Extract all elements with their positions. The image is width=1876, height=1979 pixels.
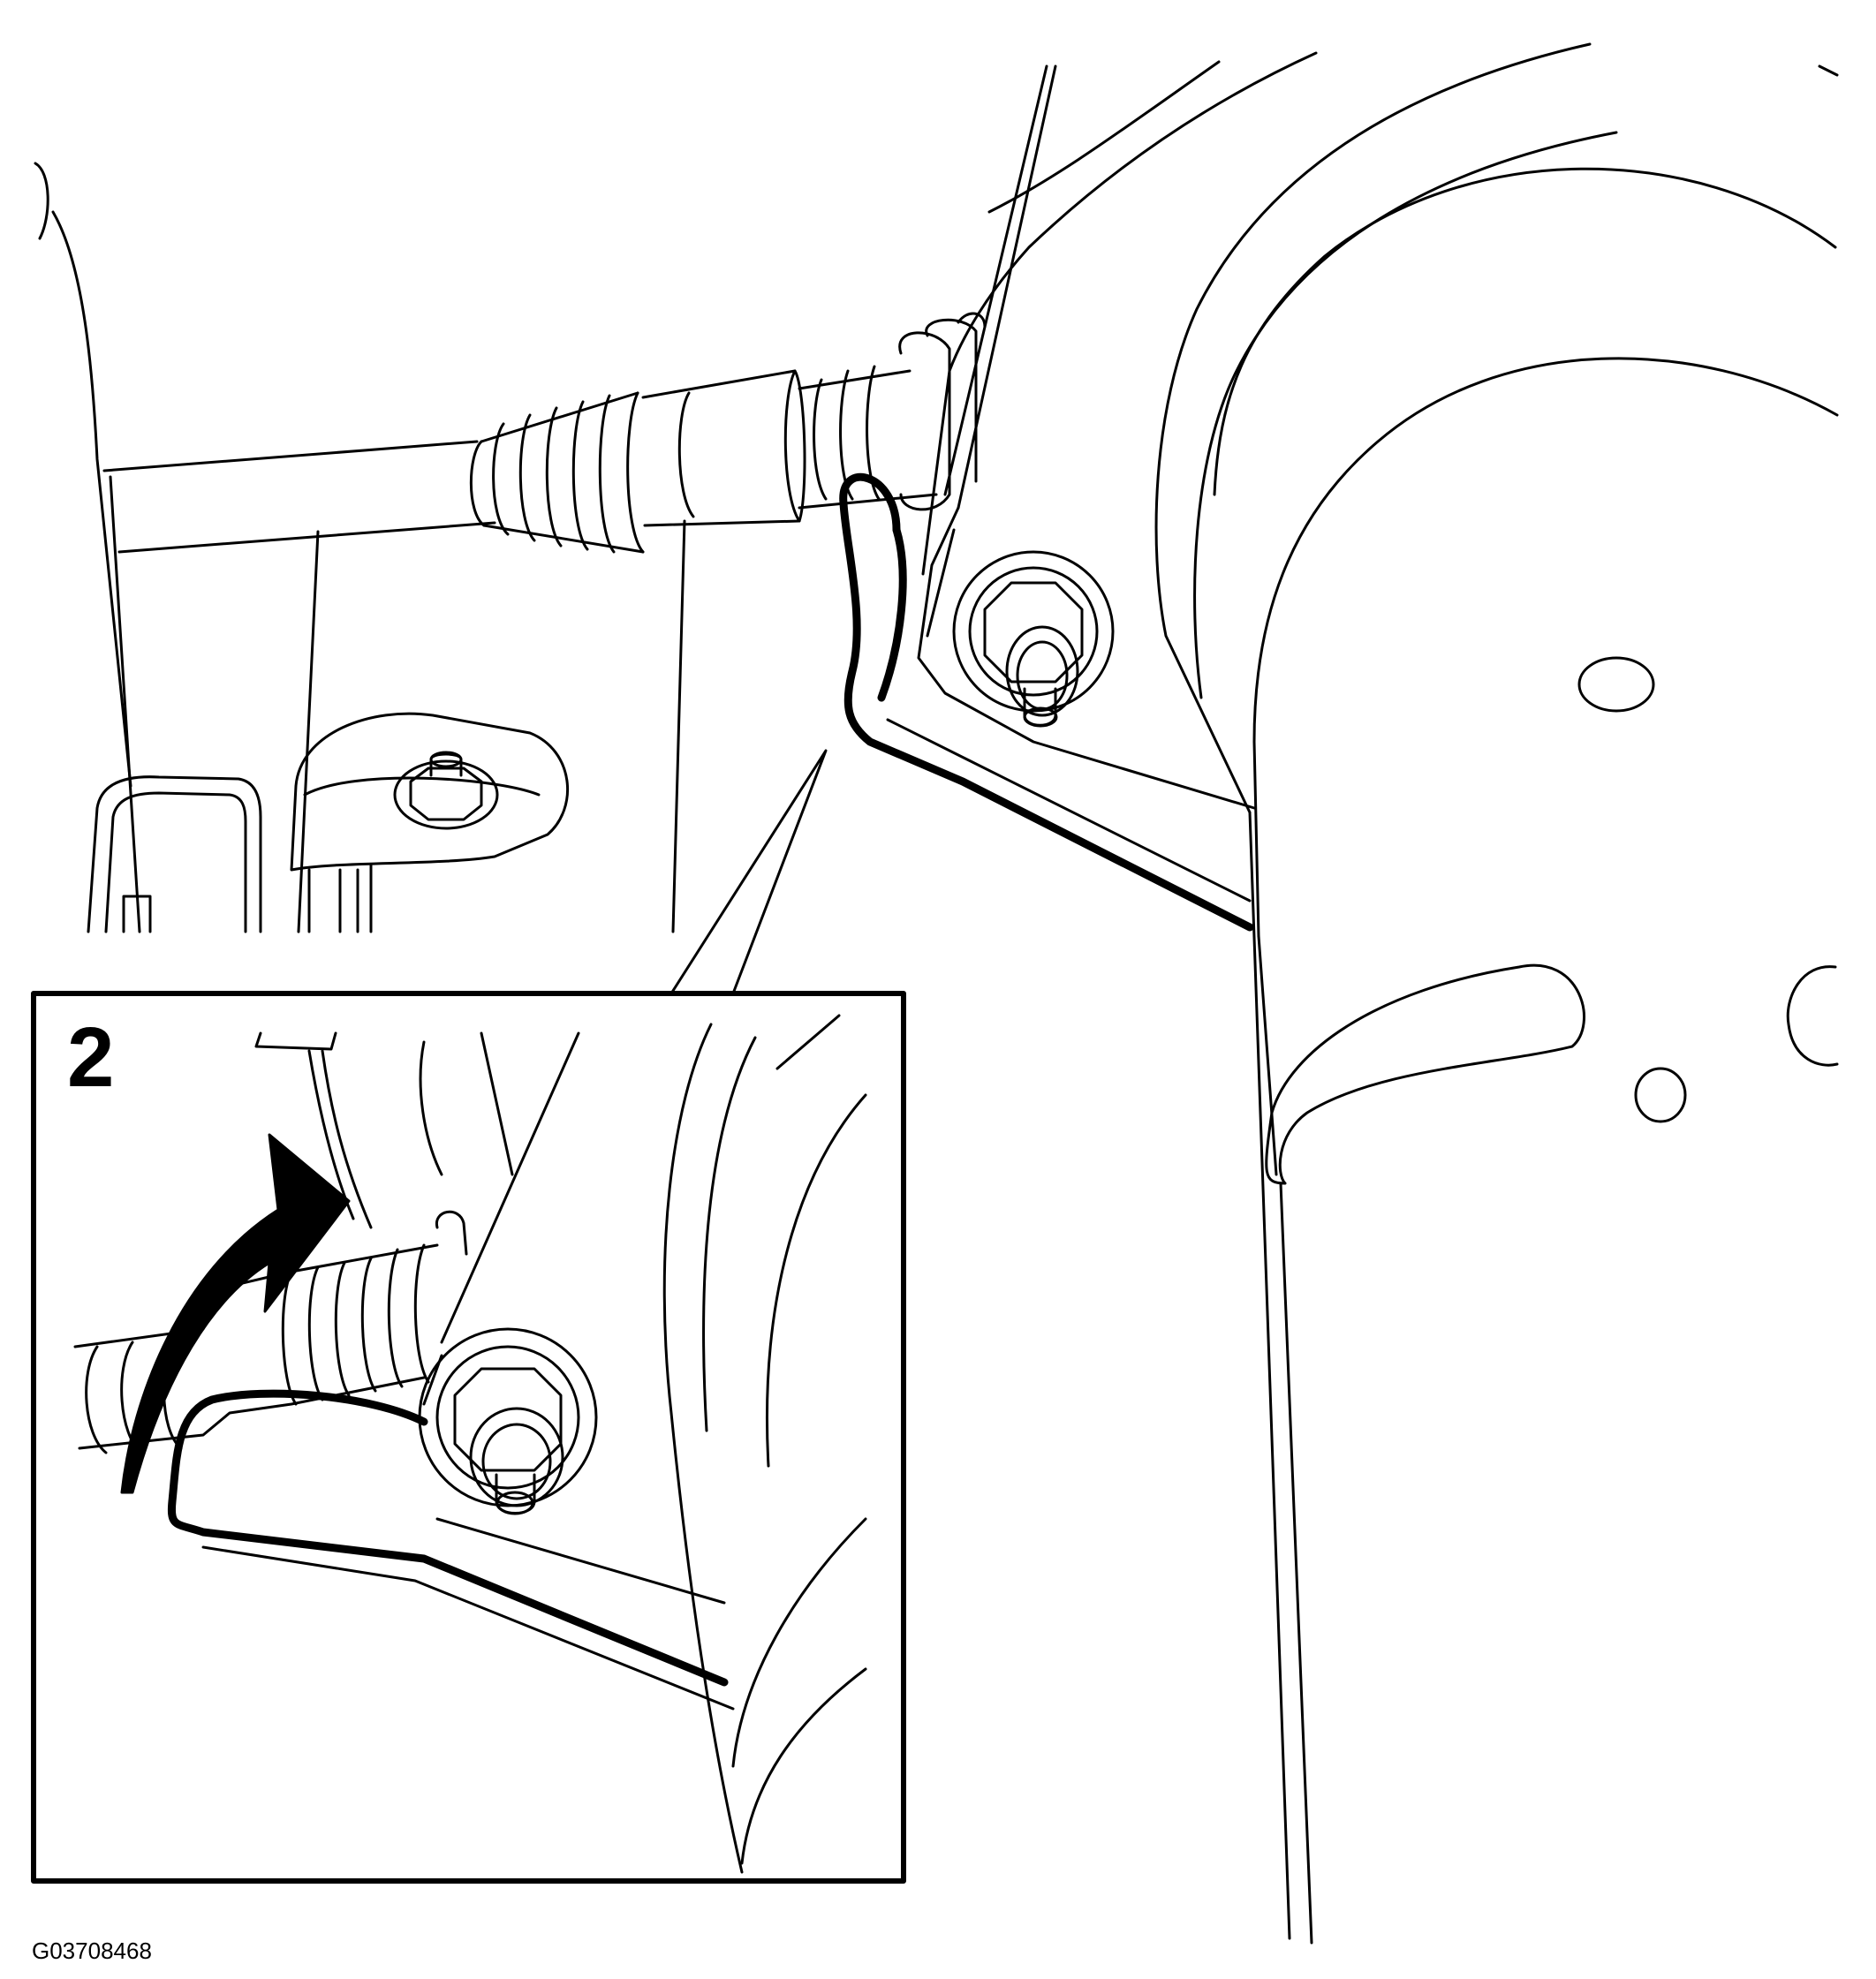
step-number-label: 2 xyxy=(67,1010,115,1105)
highlighted-wire-main xyxy=(839,472,1254,932)
hex-bolt-large-inset xyxy=(418,1327,598,1515)
detail-inset xyxy=(31,991,906,1884)
curved-rotation-arrow-icon xyxy=(120,1133,351,1494)
highlighted-wire-inset xyxy=(167,1389,729,1687)
boot-bellows xyxy=(469,391,645,554)
hex-bolt-large-main xyxy=(952,550,1115,728)
callout-pointer xyxy=(669,749,828,995)
hex-bolt-small xyxy=(393,751,499,830)
main-view xyxy=(34,42,1839,1945)
figure-code: G03708468 xyxy=(32,1937,152,1964)
inset-frame xyxy=(31,991,906,1884)
